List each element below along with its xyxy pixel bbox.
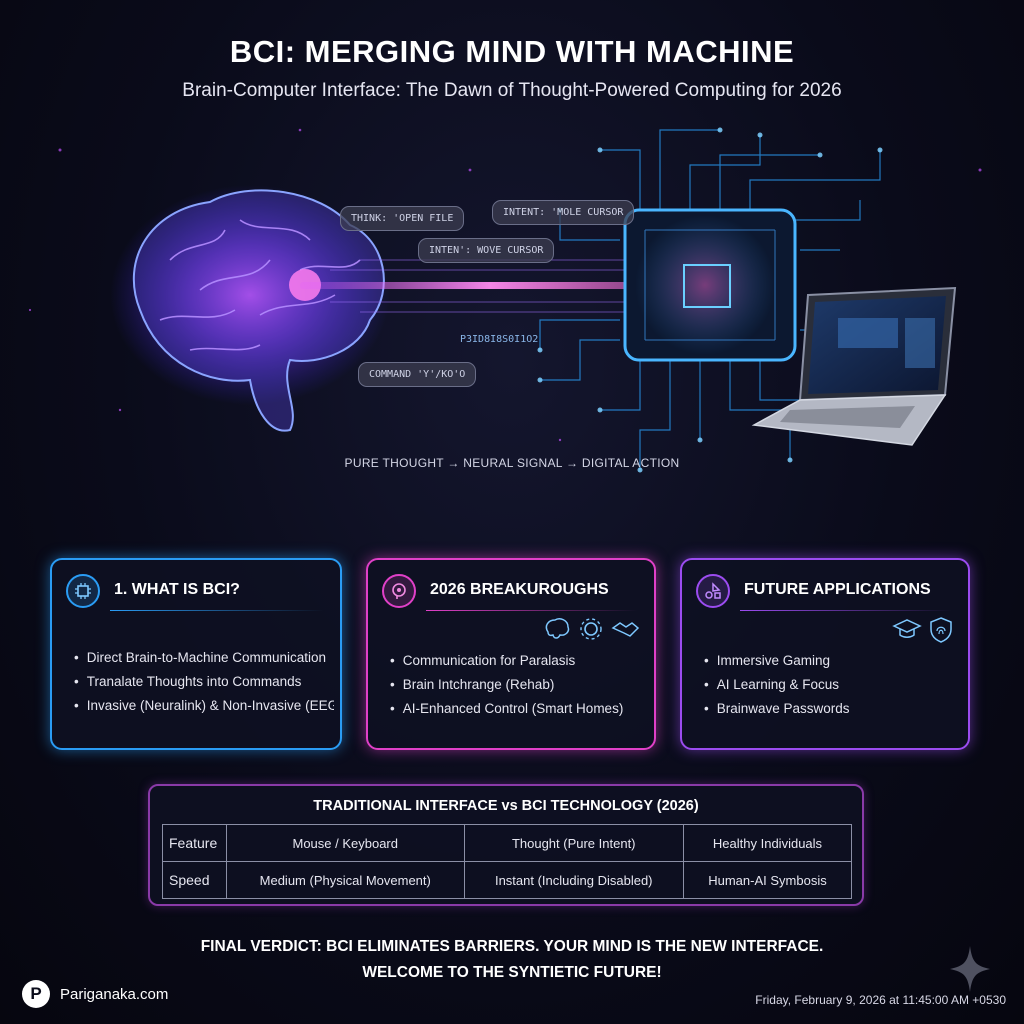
- table-cell: Instant (Including Disabled): [463, 861, 684, 899]
- table-cell: Feature: [162, 824, 227, 862]
- list-item: Immersive Gaming: [704, 653, 962, 668]
- fingerprint-shield-icon: [930, 617, 952, 643]
- comparison-panel: TRADITIONAL INTERFACE vs BCI TECHNOLOGY …: [148, 784, 864, 906]
- final-verdict: FINAL VERDICT: BCI ELIMINATES BARRIERS. …: [0, 934, 1024, 986]
- card-list: Direct Brain-to-Machine Communication Tr…: [74, 650, 334, 722]
- brain-icon: [110, 185, 390, 432]
- table-cell: Human-AI Symbosis: [682, 861, 853, 899]
- card-what-is-bci: 1. WHAT IS BCI? Direct Brain-to-Machine …: [50, 558, 342, 750]
- hero-art: P3ID8I8S0I1O2: [28, 127, 982, 473]
- chip-icon: [66, 574, 100, 608]
- card-title: 1. WHAT IS BCI?: [114, 581, 240, 598]
- comparison-title: TRADITIONAL INTERFACE vs BCI TECHNOLOGY …: [313, 798, 699, 814]
- brand-logo-icon: P: [22, 980, 50, 1008]
- table-cell: Thought (Pure Intent): [463, 824, 684, 862]
- chip-code-label: P3ID8I8S0I1O2: [460, 334, 538, 345]
- card-list: Communication for Paralasis Brain Intchr…: [390, 653, 648, 725]
- graduation-cap-icon: [892, 619, 922, 638]
- brand[interactable]: P Pariganaka.com: [22, 980, 168, 1008]
- page-title: BCI: MERGING MIND WITH MACHINE: [229, 34, 795, 69]
- card-decoration: [892, 616, 954, 644]
- card-decoration: [542, 616, 640, 642]
- brain-icon: [545, 618, 570, 639]
- list-item: Invasive (Neuralink) & Non-Invasive (EEG: [74, 698, 334, 713]
- thought-bubble-2: INTEN': WOVE CURSOR: [418, 238, 555, 263]
- card-future-applications: FUTURE APPLICATIONS Immersive Gaming AI …: [680, 558, 970, 750]
- thought-bubble-3: INTENT: 'MOLE CURSOR: [492, 200, 635, 225]
- thought-bubble-1: THINK: 'OPEN FILE: [340, 206, 465, 231]
- flow-caption: PURE THOUGHT → NEURAL SIGNAL → DIGITAL A…: [344, 456, 680, 470]
- card-list: Immersive Gaming AI Learning & Focus Bra…: [704, 653, 962, 725]
- table-cell: Speed: [162, 861, 227, 899]
- card-title: 2026 BREAKUROUGHS: [430, 581, 609, 598]
- list-item: AI-Enhanced Control (Smart Homes): [390, 701, 648, 716]
- sparkle-icon: [950, 946, 990, 992]
- list-item: AI Learning & Focus: [704, 677, 962, 692]
- head-gear-icon: [382, 574, 416, 608]
- verdict-line: FINAL VERDICT: BCI ELIMINATES BARRIERS. …: [200, 938, 824, 955]
- card-divider: [740, 610, 952, 611]
- handshake-icon: [611, 622, 640, 637]
- app-shapes-icon: [696, 574, 730, 608]
- chip-icon: [623, 208, 797, 362]
- laptop-icon: [751, 286, 957, 446]
- hero-illustration: P3ID8I8S0I1O2 THINK: 'OPEN FILE INTEN': …: [0, 110, 1024, 510]
- signal-beam: [300, 282, 680, 289]
- gear-icon: [580, 618, 602, 640]
- card-breakthroughs: 2026 BREAKUROUGHS Communication for Para…: [366, 558, 656, 750]
- list-item: Tranalate Thoughts into Commands: [74, 674, 334, 689]
- timestamp: Friday, February 9, 2026 at 11:45:00 AM …: [755, 993, 1006, 1007]
- card-divider: [426, 610, 638, 611]
- list-item: Direct Brain-to-Machine Communication: [74, 650, 334, 665]
- card-title: FUTURE APPLICATIONS: [744, 581, 931, 598]
- page-subtitle: Brain-Computer Interface: The Dawn of Th…: [182, 80, 842, 101]
- table-cell: Mouse / Keyboard: [226, 824, 465, 862]
- list-item: Brain Intchrange (Rehab): [390, 677, 648, 692]
- list-item: Communication for Paralasis: [390, 653, 648, 668]
- comparison-table: Feature Mouse / Keyboard Thought (Pure I…: [162, 824, 853, 899]
- list-item: Brainwave Passwords: [704, 701, 962, 716]
- card-divider: [110, 610, 324, 611]
- verdict-line: WELCOME TO THE SYNTIETIC FUTURE!: [362, 964, 662, 981]
- table-row: Feature Mouse / Keyboard Thought (Pure I…: [162, 824, 853, 862]
- table-cell: Healthy Individuals: [682, 824, 853, 862]
- brand-name[interactable]: Pariganaka.com: [60, 985, 169, 1003]
- table-row: Speed Medium (Physical Movement) Instant…: [162, 861, 853, 899]
- table-cell: Medium (Physical Movement): [226, 861, 465, 899]
- thought-bubble-4: COMMAND 'Y'/KO'O: [358, 362, 477, 387]
